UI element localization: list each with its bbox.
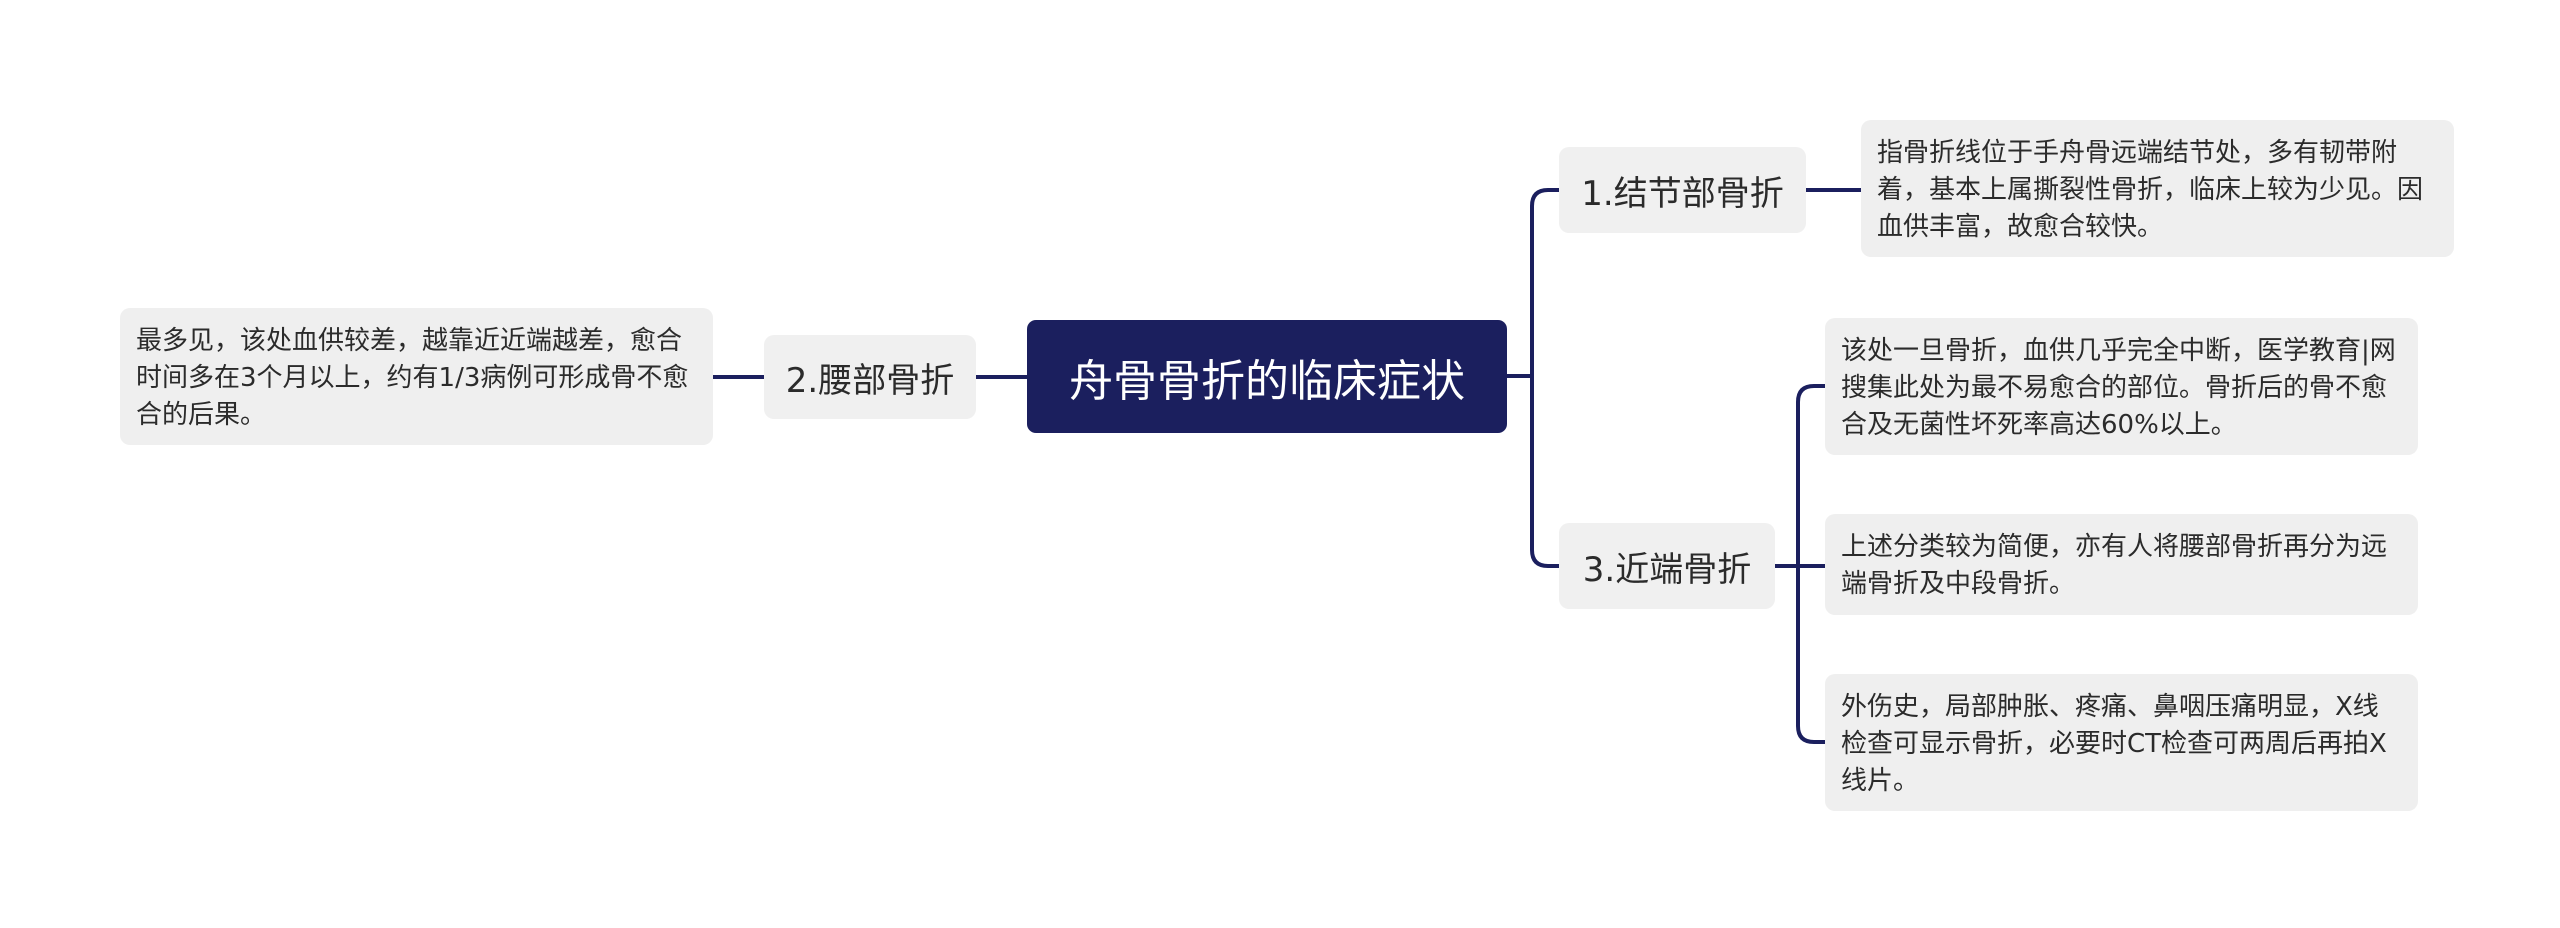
branch-node-waist-fracture[interactable]: 2.腰部骨折 (764, 335, 976, 419)
detail-node-waist[interactable]: 最多见，该处血供较差，越靠近近端越差，愈合时间多在3个月以上，约有1/3病例可形… (120, 308, 713, 445)
root-topic[interactable]: 舟骨骨折的临床症状 (1027, 320, 1507, 433)
detail-node-tubercle[interactable]: 指骨折线位于手舟骨远端结节处，多有韧带附着，基本上属撕裂性骨折，临床上较为少见。… (1861, 120, 2454, 257)
detail-node-proximal-classification[interactable]: 上述分类较为简便，亦有人将腰部骨折再分为远端骨折及中段骨折。 (1825, 514, 2418, 615)
branch-node-proximal-fracture[interactable]: 3.近端骨折 (1559, 523, 1775, 609)
branch-node-tubercle-fracture[interactable]: 1.结节部骨折 (1559, 147, 1806, 233)
detail-node-proximal-diagnosis[interactable]: 外伤史，局部肿胀、疼痛、鼻咽压痛明显，X线检查可显示骨折，必要时CT检查可两周后… (1825, 674, 2418, 811)
connector-branch-3-to-detail-1 (1796, 384, 1827, 568)
detail-node-proximal-blood-supply[interactable]: 该处一旦骨折，血供几乎完全中断，医学教育|网搜集此处为最不易愈合的部位。骨折后的… (1825, 318, 2418, 455)
connector-root-to-branch-1 (1530, 188, 1561, 378)
connector-branch-3-to-detail-3 (1796, 564, 1827, 744)
connector-root-to-branch-3 (1530, 374, 1561, 568)
